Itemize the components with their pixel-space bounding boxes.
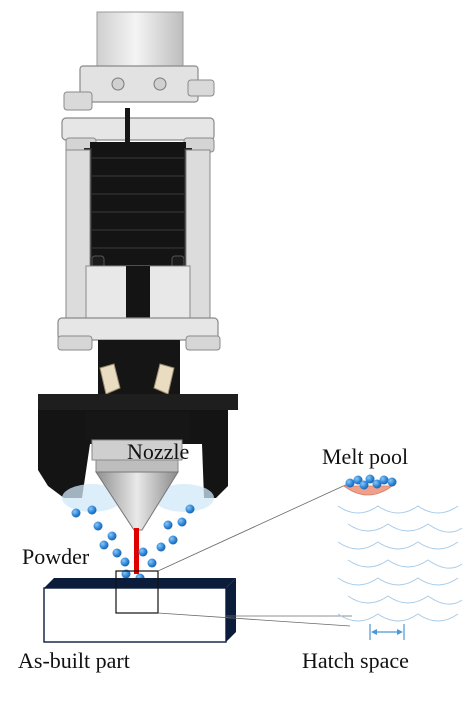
hatch-space-arrow: [369, 624, 405, 640]
melt-pool-shape: [342, 485, 394, 496]
as-built-part-label: As-built part: [18, 648, 130, 673]
nozzle-cone: [95, 471, 179, 531]
deposition-head: [38, 11, 238, 498]
powder-feed-left: [99, 363, 121, 395]
powder-cloud: [62, 484, 214, 512]
part-front-face: [43, 587, 227, 643]
melt-pool-detail: [342, 474, 397, 496]
upper-flange: [61, 117, 215, 141]
nozzle-tip: [91, 439, 183, 531]
laser-beam: [134, 528, 139, 574]
leader-lines: [157, 481, 353, 627]
part-top-face: [44, 578, 236, 588]
clad-track-pattern: [337, 505, 463, 622]
motor-cylinder: [96, 11, 184, 69]
part-side-face: [226, 578, 236, 642]
zoom-box: [115, 570, 159, 614]
powder-label: Powder: [22, 544, 90, 569]
heat-sink: [90, 142, 186, 266]
as-built-part: [43, 578, 236, 643]
upper-coupling: [79, 65, 199, 103]
melt-pool-label: Melt pool: [322, 444, 409, 469]
nozzle-label: Nozzle: [127, 439, 190, 464]
hatch-space-label: Hatch space: [302, 648, 409, 673]
beam-shaft-top: [125, 108, 130, 144]
